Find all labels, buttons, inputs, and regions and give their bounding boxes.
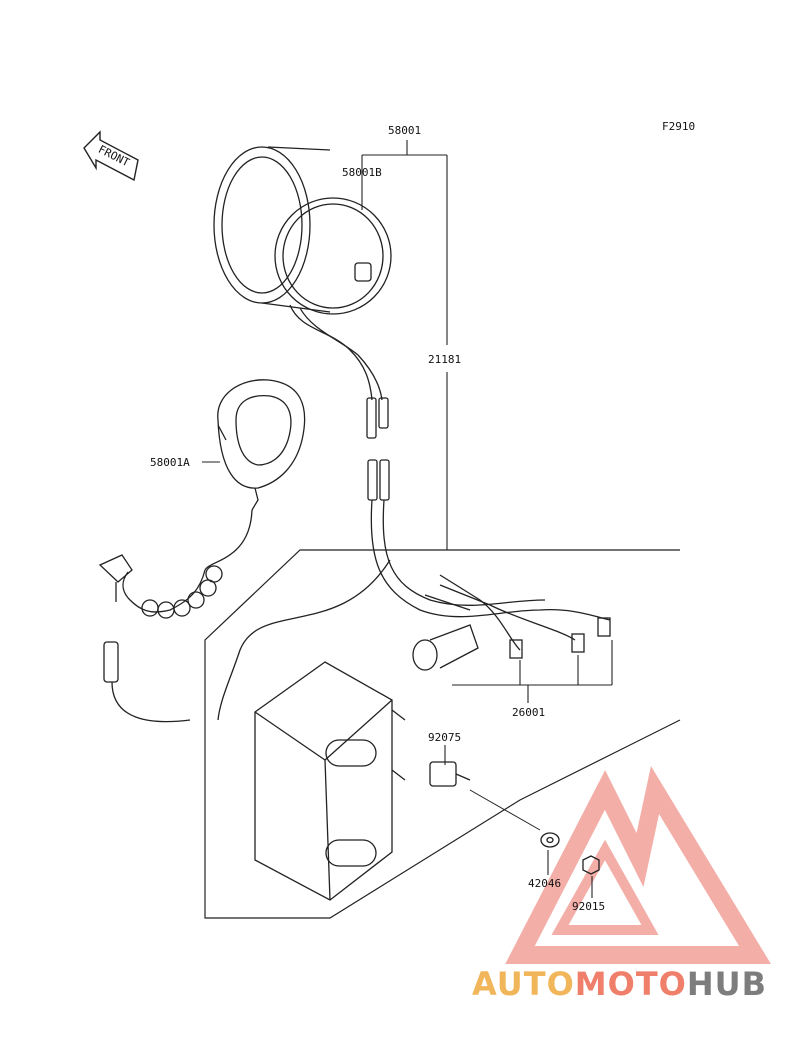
washer-42046 xyxy=(540,832,560,848)
figure-code: F2910 xyxy=(662,120,695,133)
label-58001: 58001 xyxy=(388,124,421,137)
nut-92015 xyxy=(582,855,600,875)
watermark-logo xyxy=(505,765,771,964)
bolt-92075 xyxy=(429,761,471,787)
label-26001: 26001 xyxy=(512,706,545,719)
label-42046: 42046 xyxy=(528,877,561,890)
amplifier-box xyxy=(254,661,406,901)
speaker xyxy=(213,146,392,439)
callout-frame xyxy=(204,549,681,919)
watermark-moto: MOTO xyxy=(575,965,687,1003)
front-arrow-icon: FRONT xyxy=(83,130,139,182)
watermark-auto: AUTO xyxy=(472,965,575,1003)
microphone xyxy=(98,379,306,723)
watermark-hub: HUB xyxy=(687,965,767,1003)
leader-lines xyxy=(202,140,613,898)
label-58001a: 58001A xyxy=(150,456,190,469)
label-92015: 92015 xyxy=(572,900,605,913)
label-92075: 92075 xyxy=(428,731,461,744)
wire-harness xyxy=(217,459,611,721)
label-21181: 21181 xyxy=(428,353,461,366)
label-58001b: 58001B xyxy=(342,166,382,179)
watermark-text: AUTOMOTOHUB xyxy=(472,965,767,1003)
